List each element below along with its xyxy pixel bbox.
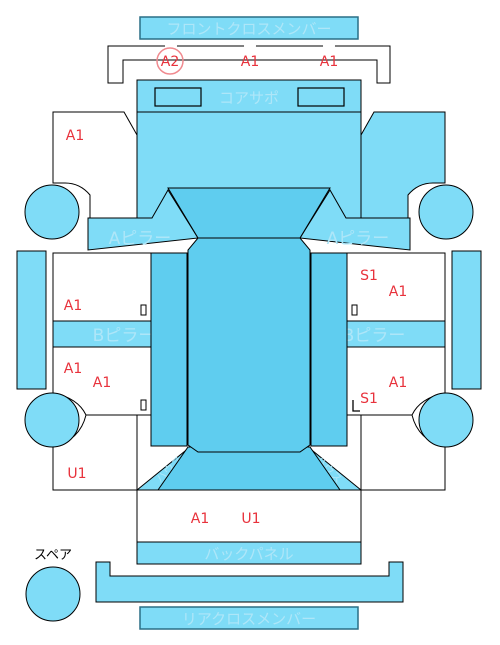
front-left-wheel	[24, 184, 80, 240]
core-support-label: コアサポ	[219, 89, 279, 107]
headlight-right	[297, 87, 345, 107]
left-body-side	[150, 252, 188, 447]
damage-code-front-bumper-1: A2	[161, 54, 179, 70]
trunk-lid	[136, 489, 362, 543]
right-body-side	[310, 252, 348, 447]
roof	[187, 237, 311, 453]
damage-code-right-front-door-1: S1	[360, 268, 378, 284]
a-pillar-right-label: Aピラー	[327, 229, 390, 249]
front-bumper	[107, 45, 391, 84]
bumper-gap-3	[323, 40, 335, 52]
rear-right-wheel	[418, 392, 474, 448]
left-rear-door-handle	[140, 399, 147, 411]
right-rear-door-handle	[352, 400, 360, 412]
damage-code-front-left-fender: A1	[66, 128, 84, 144]
front-right-wheel	[418, 184, 474, 240]
damage-code-trunk-1: A1	[191, 511, 209, 527]
right-front-door-handle	[351, 304, 358, 316]
damage-code-front-bumper-2: A1	[241, 54, 259, 70]
left-front-door	[52, 252, 152, 322]
front-left-fender	[52, 111, 138, 219]
left-front-door-handle	[140, 304, 147, 316]
rear-cross-member-label: リアクロスメンバー	[182, 610, 316, 628]
a-pillar-right	[299, 189, 411, 251]
a-pillar-left	[87, 189, 199, 251]
right-rocker	[451, 250, 482, 390]
left-rocker	[16, 250, 47, 390]
rear-bumper	[95, 561, 404, 603]
damage-code-left-rear-door-2: A1	[93, 375, 111, 391]
b-pillar-left-label: Bピラー	[93, 326, 156, 346]
damage-code-left-front-door: A1	[64, 298, 82, 314]
headlight-left	[154, 87, 202, 107]
rear-cross-member	[139, 606, 359, 630]
damage-code-left-rear-door-1: A1	[64, 361, 82, 377]
damage-code-right-front-door-2: A1	[389, 284, 407, 300]
damage-circle-front-bumper-1	[156, 47, 184, 75]
damage-code-trunk-2: U1	[241, 511, 260, 527]
damage-code-right-rear-door-2: S1	[360, 391, 378, 407]
front-cross-member	[139, 16, 359, 40]
bumper-gap-1	[165, 40, 177, 52]
b-pillar-right-label: Bピラー	[343, 326, 406, 346]
back-panel-label: バックパネル	[204, 545, 293, 563]
back-panel	[136, 541, 362, 565]
rear-left-wheel	[24, 392, 80, 448]
right-front-door	[346, 252, 446, 322]
bumper-gap-2	[244, 40, 256, 52]
damage-code-left-quarter: U1	[67, 466, 86, 482]
damage-code-front-bumper-3: A1	[320, 54, 338, 70]
spare-label: スペア	[34, 548, 72, 563]
a-pillar-left-label: Aピラー	[109, 229, 172, 249]
rear-window	[157, 446, 341, 491]
front-right-fender	[360, 111, 446, 219]
front-cross-member-label: フロントクロスメンバー	[166, 20, 331, 38]
damage-code-right-rear-door-1: A1	[389, 375, 407, 391]
spare-tire	[25, 566, 81, 622]
